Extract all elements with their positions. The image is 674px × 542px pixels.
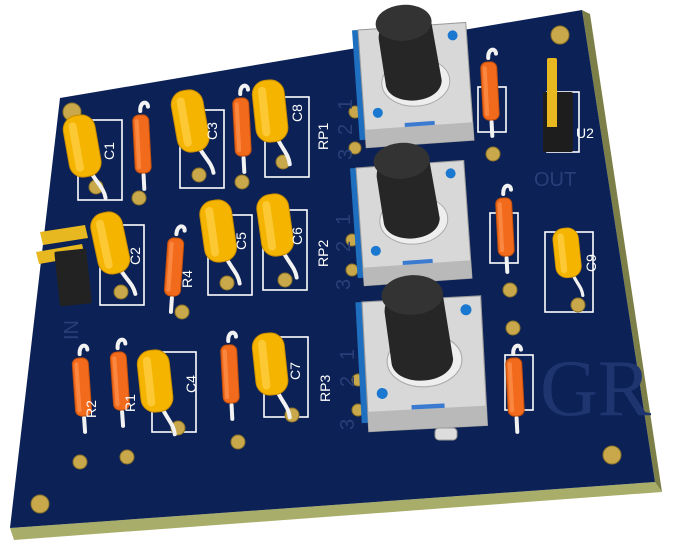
resistor-r4[interactable]: R4 — [160, 223, 195, 315]
c1-label: C1 — [101, 142, 117, 160]
capacitor-c3[interactable]: C3 — [167, 85, 220, 180]
input-header[interactable]: IN — [36, 225, 92, 340]
out-label: OUT — [534, 169, 576, 191]
capacitor-c2[interactable]: C2 — [86, 207, 143, 303]
capacitor-c8[interactable]: C8 — [248, 76, 305, 170]
rp2-pin-3: 3 — [333, 279, 355, 290]
resistor-r1[interactable]: R1 — [107, 337, 138, 429]
c2-label: C2 — [127, 247, 143, 265]
capacitor-c7[interactable]: C7 — [248, 329, 303, 423]
board-edge — [10, 482, 662, 540]
capacitor-c5[interactable]: C5 — [195, 196, 249, 290]
c9-label: C9 — [583, 254, 599, 272]
c8-label: C8 — [289, 104, 305, 122]
rp1-pin-3: 3 — [335, 149, 357, 160]
rp1-label: RP1 — [315, 123, 331, 150]
rp2-pin-2: 2 — [333, 241, 355, 252]
potentiometer-rp3[interactable]: RP3 1 2 3 — [317, 271, 488, 441]
mounting-hole — [550, 25, 570, 45]
logo-watermark: GR — [540, 345, 652, 433]
rp3-pin-2: 2 — [337, 376, 359, 387]
rp2-label: RP2 — [315, 240, 331, 267]
potentiometer-rp2[interactable]: RP2 1 2 3 — [315, 138, 473, 290]
capacitor-c4[interactable]: C4 — [133, 346, 199, 440]
potentiometer-rp1[interactable]: RP1 1 2 3 — [315, 0, 475, 160]
c6-label: C6 — [289, 227, 305, 245]
capacitor-c9[interactable]: C9 — [550, 225, 599, 300]
capacitor-c6[interactable]: C6 — [252, 190, 305, 284]
mounting-hole — [602, 445, 622, 465]
rp3-label: RP3 — [317, 375, 333, 402]
board-edge-right — [582, 10, 662, 492]
rp3-pin-1: 1 — [337, 349, 359, 360]
resistor-r2[interactable]: R2 — [69, 343, 99, 435]
c5-label: C5 — [233, 232, 249, 250]
r1-label: R1 — [122, 394, 138, 412]
rp3-pin-3: 3 — [337, 419, 359, 430]
c7-label: C7 — [287, 362, 303, 380]
capacitor-c1[interactable]: C1 — [59, 110, 117, 205]
r2-label: R2 — [83, 400, 99, 418]
output-header-u2[interactable]: U2 OUT — [534, 58, 594, 191]
rp2-pin-1: 1 — [333, 214, 355, 225]
in-label: IN — [61, 320, 83, 340]
rp1-pin-2: 2 — [335, 124, 357, 135]
c3-label: C3 — [204, 122, 220, 140]
pads — [72, 105, 586, 470]
r4-label: R4 — [179, 270, 195, 288]
rp1-pin-1: 1 — [335, 99, 357, 110]
u2-label: U2 — [576, 125, 594, 141]
c4-label: C4 — [183, 375, 199, 393]
mounting-hole — [30, 494, 50, 514]
